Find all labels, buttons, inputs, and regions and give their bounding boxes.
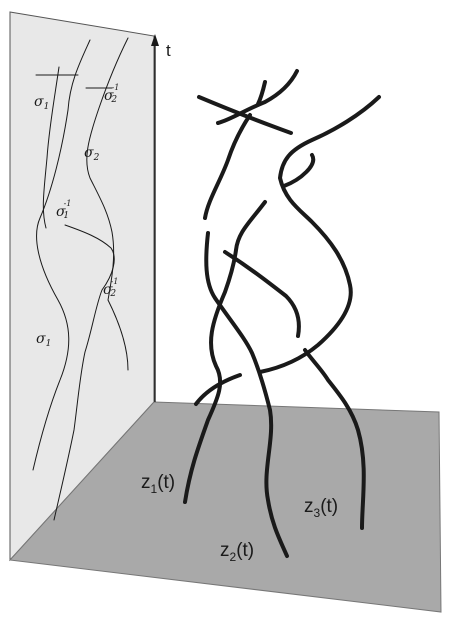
time-axis: t bbox=[151, 34, 171, 402]
floor-plane bbox=[8, 401, 442, 613]
braid-strands bbox=[183, 69, 381, 558]
wall-label-s1-top: σ1 bbox=[34, 94, 49, 112]
strand-position-labels: z1(t) z2(t) z3(t) bbox=[141, 472, 338, 564]
time-axis-arrowhead bbox=[151, 34, 159, 46]
wall-strand-2 bbox=[42, 66, 115, 521]
wall-label-s1-low: σ1 bbox=[36, 331, 51, 349]
braid-strand-z3 bbox=[216, 69, 366, 530]
braid-strand-back bbox=[194, 95, 381, 406]
wall-strand-3 bbox=[86, 37, 129, 371]
label-z1: z1(t) bbox=[141, 472, 175, 496]
label-z3: z3(t) bbox=[304, 496, 338, 520]
wall-label-s2-mid: σ2 bbox=[84, 145, 100, 163]
time-axis-label: t bbox=[166, 41, 171, 60]
label-z2: z2(t) bbox=[220, 540, 254, 564]
braid-strand-z1 bbox=[183, 95, 316, 504]
wall-crossing-ticks bbox=[35, 74, 113, 89]
wall-braid-projection bbox=[32, 37, 129, 521]
wall-strand-1 bbox=[32, 39, 91, 471]
